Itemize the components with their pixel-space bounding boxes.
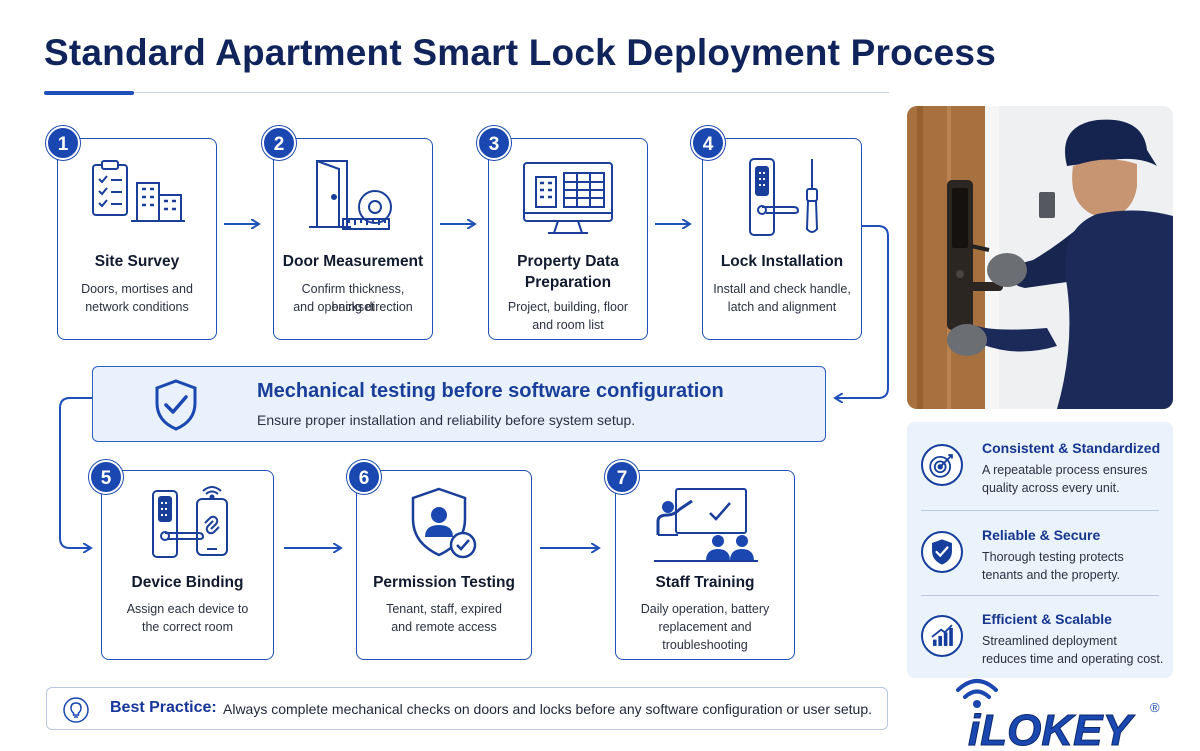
shield-check-icon bbox=[155, 379, 197, 431]
step-desc-line-1: Confirm thickness, backset bbox=[301, 282, 405, 314]
benefit-desc-line-2: tenants and the property. bbox=[982, 568, 1121, 582]
step-desc-line-2: latch and alignment bbox=[727, 300, 837, 314]
step-desc-line-1: Doors, mortises and bbox=[81, 282, 193, 296]
step-number-badge: 2 bbox=[262, 126, 296, 160]
benefit-desc: A repeatable process ensures quality acr… bbox=[982, 461, 1167, 497]
step-desc-line-1: Project, building, floor bbox=[507, 300, 629, 314]
step-card-staff-training: Staff Training Daily operation, battery … bbox=[615, 470, 795, 660]
benefit-desc-line-1: A repeatable process ensures bbox=[982, 463, 1148, 477]
ilokey-logo: iLOKEY ® bbox=[950, 668, 1170, 751]
best-practice-text: Always complete mechanical checks on doo… bbox=[223, 701, 873, 717]
step-card-property-data-preparation: Property Data Preparation Project, build… bbox=[488, 138, 648, 340]
step-desc-line-2: and remote access bbox=[391, 620, 497, 634]
step-title-line-1: Property Data bbox=[517, 253, 619, 270]
step-desc-line-1: Install and check handle, bbox=[713, 282, 851, 296]
step-desc-line-2: network conditions bbox=[85, 300, 189, 314]
benefit-desc-line-2: reduces time and operating cost. bbox=[982, 652, 1164, 666]
banner-title: Mechanical testing before software confi… bbox=[257, 380, 724, 402]
svg-text:iLOKEY: iLOKEY bbox=[968, 706, 1135, 748]
step-title: Staff Training bbox=[655, 574, 755, 591]
lock-phone-link-icon bbox=[151, 486, 228, 558]
step-desc-line-1: Daily operation, battery bbox=[640, 602, 770, 616]
benefit-desc-line-2: quality across every unit. bbox=[982, 481, 1120, 495]
user-shield-icon bbox=[411, 487, 477, 559]
lock-screwdriver-icon bbox=[749, 158, 819, 236]
step-card-site-survey: Site Survey Doors, mortises and network … bbox=[57, 138, 217, 340]
benefit-desc-line-1: Thorough testing protects bbox=[982, 550, 1124, 564]
step-card-lock-installation: Lock Installation Install and check hand… bbox=[702, 138, 862, 340]
step-title-line-2: Preparation bbox=[524, 274, 612, 291]
benefit-desc: Thorough testing protects tenants and th… bbox=[982, 548, 1167, 584]
step-title: Door Measurement bbox=[282, 253, 424, 270]
step-desc-line-1: Assign each device to bbox=[126, 602, 249, 616]
step-number-badge: 3 bbox=[477, 126, 511, 160]
best-practice-label: Best Practice: bbox=[110, 699, 217, 716]
step-desc-line-2: and opening direction bbox=[293, 300, 413, 314]
clipboard-building-icon bbox=[92, 160, 185, 222]
step-desc-line-2: replacement and bbox=[658, 620, 752, 634]
benefit-divider bbox=[921, 510, 1159, 511]
title-accent-bar bbox=[44, 91, 134, 95]
benefit-title: Efficient & Scalable bbox=[982, 611, 1112, 627]
svg-text:®: ® bbox=[1150, 700, 1160, 715]
benefit-divider bbox=[921, 595, 1159, 596]
mechanical-testing-banner: Mechanical testing before software confi… bbox=[92, 366, 826, 442]
growth-chart-icon bbox=[921, 615, 963, 657]
step-card-door-measurement: Door Measurement Confirm thickness, back… bbox=[273, 138, 433, 340]
step-desc-line-2: and room list bbox=[532, 318, 604, 332]
benefits-panel: Consistent & Standardized A repeatable p… bbox=[907, 422, 1173, 678]
title-divider bbox=[44, 92, 889, 93]
step-number-badge: 7 bbox=[605, 460, 639, 494]
step-title: Device Binding bbox=[131, 574, 244, 591]
step-number-badge: 5 bbox=[89, 460, 123, 494]
step-desc-line-2: the correct room bbox=[141, 620, 233, 634]
step-desc-line-3: troubleshooting bbox=[662, 638, 748, 652]
step-number-badge: 1 bbox=[46, 126, 80, 160]
page-title: Standard Apartment Smart Lock Deployment… bbox=[44, 32, 996, 73]
monitor-data-icon bbox=[523, 162, 613, 234]
benefit-title: Consistent & Standardized bbox=[982, 440, 1161, 456]
best-practice-box: Best Practice: Always complete mechanica… bbox=[46, 687, 888, 730]
benefit-title: Reliable & Secure bbox=[982, 527, 1101, 543]
lightbulb-icon bbox=[63, 697, 89, 723]
step-card-permission-testing: Permission Testing Tenant, staff, expire… bbox=[356, 470, 532, 660]
technician-installing-lock-photo bbox=[907, 106, 1173, 409]
step-title: Permission Testing bbox=[373, 574, 515, 591]
step-number-badge: 6 bbox=[347, 460, 381, 494]
target-icon bbox=[921, 444, 963, 486]
benefit-desc: Streamlined deployment reduces time and … bbox=[982, 632, 1167, 668]
banner-subtitle: Ensure proper installation and reliabili… bbox=[257, 412, 636, 428]
step-card-device-binding: Device Binding Assign each device to the… bbox=[101, 470, 274, 660]
step-title: Site Survey bbox=[94, 253, 180, 270]
shield-check-icon bbox=[921, 531, 963, 573]
presentation-icon bbox=[654, 488, 758, 562]
step-number-badge: 4 bbox=[691, 126, 725, 160]
step-title: Lock Installation bbox=[720, 253, 844, 270]
step-desc-line-1: Tenant, staff, expired bbox=[386, 602, 502, 616]
door-tape-measure-icon bbox=[309, 160, 392, 230]
benefit-desc-line-1: Streamlined deployment bbox=[982, 634, 1117, 648]
